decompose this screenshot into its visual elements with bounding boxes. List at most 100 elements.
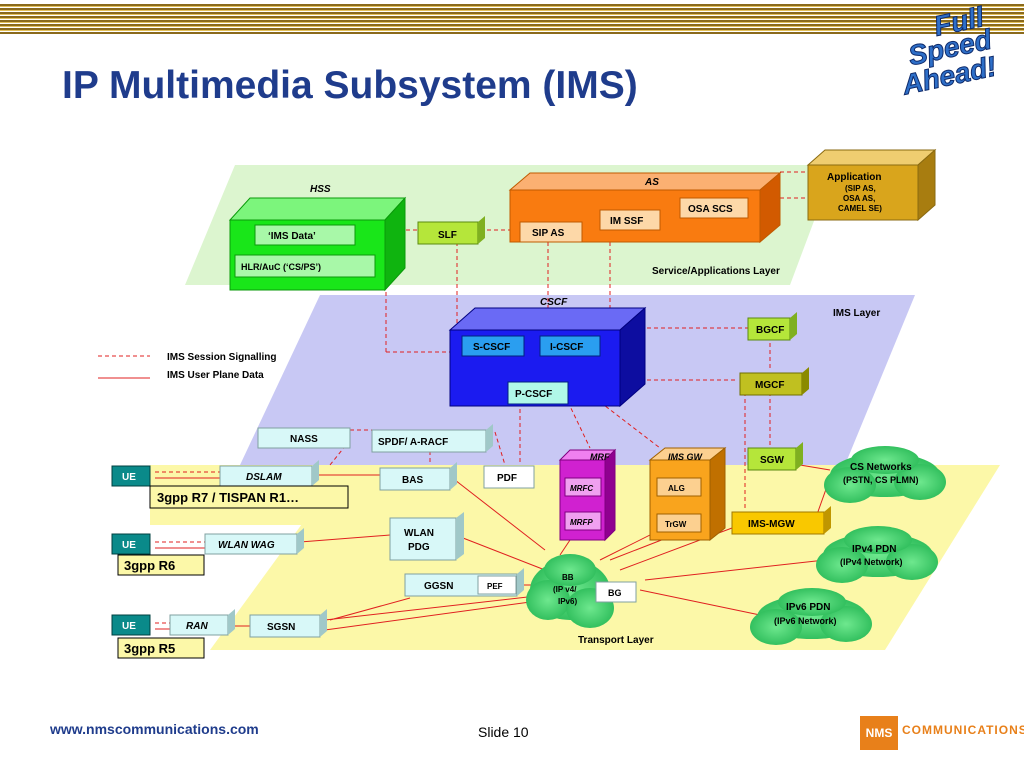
ipv6-pdn-sub: (IPv6 Network) bbox=[774, 616, 837, 626]
cs-networks-title: CS Networks bbox=[850, 462, 912, 473]
ims-architecture-diagram: Service/Applications Layer IMS Layer Tra… bbox=[0, 130, 1024, 690]
bb-line-2: (IP v4/ bbox=[553, 585, 577, 594]
ipv4-pdn-sub: (IPv4 Network) bbox=[840, 557, 903, 567]
ims-gw-block: IMS GW ALG TrGW bbox=[648, 446, 727, 542]
mgcf-label: MGCF bbox=[755, 380, 784, 391]
ue-block-3: UE bbox=[111, 614, 151, 636]
application-line-1: (SIP AS, bbox=[845, 184, 876, 193]
ue-block-2: UE bbox=[111, 533, 151, 555]
cscf-item-s-cscf: S-CSCF bbox=[473, 342, 510, 353]
as-item-sip-as: SIP AS bbox=[532, 228, 565, 239]
hss-item-hlr-auc: HLR/AuC (‘CS/PS’) bbox=[241, 262, 321, 272]
ipv4-pdn-title: IPv4 PDN bbox=[852, 544, 896, 555]
release-label-r7: 3gpp R7 / TISPAN R1… bbox=[149, 485, 349, 509]
mrf-item-mrfp: MRFP bbox=[570, 518, 593, 527]
diagram-canvas: Service/Applications Layer IMS Layer Tra… bbox=[98, 148, 1000, 659]
ggsn-block: GGSN PEF bbox=[404, 568, 524, 597]
cs-networks-sub: (PSTN, CS PLMN) bbox=[843, 475, 919, 485]
bgcf-block: BGCF bbox=[747, 312, 797, 341]
wlan-wag-label: WLAN WAG bbox=[218, 540, 275, 551]
bb-cloud: BB (IP v4/ IPv6) bbox=[526, 554, 614, 628]
dslam-label: DSLAM bbox=[246, 472, 282, 483]
application-line-2: OSA AS, bbox=[843, 194, 875, 203]
bas-block: BAS bbox=[379, 462, 457, 491]
cscf-item-i-cscf: I-CSCF bbox=[550, 342, 583, 353]
mrf-title: MRF bbox=[590, 452, 610, 462]
as-item-im-ssf: IM SSF bbox=[610, 216, 643, 227]
cs-networks-cloud: CS Networks (PSTN, CS PLMN) bbox=[824, 446, 946, 503]
slf-block: SLF bbox=[417, 216, 485, 245]
cscf-item-p-cscf: P-CSCF bbox=[515, 389, 552, 400]
service-layer-label: Service/Applications Layer bbox=[652, 266, 780, 277]
wlan-pdg-block: WLAN PDG bbox=[389, 512, 464, 561]
nass-block: NASS bbox=[257, 427, 351, 449]
sgsn-block: SGSN bbox=[249, 609, 327, 638]
spdf-block: SPDF/ A-RACF bbox=[371, 424, 493, 453]
wlan-pdg-line-2: PDG bbox=[408, 542, 430, 553]
ran-label: RAN bbox=[186, 621, 208, 632]
transport-layer-label: Transport Layer bbox=[578, 635, 654, 646]
legend: IMS Session Signalling IMS User Plane Da… bbox=[98, 352, 276, 381]
application-title: Application bbox=[827, 172, 881, 183]
release-label-r7-text: 3gpp R7 / TISPAN R1… bbox=[157, 490, 299, 505]
spdf-label: SPDF/ A-RACF bbox=[378, 437, 448, 448]
nms-communications-logo: NMS COMMUNICATIONS bbox=[860, 716, 1024, 752]
full-speed-ahead-logo: Full Speed Ahead! bbox=[886, 1, 1016, 104]
ims-gw-item-alg: ALG bbox=[668, 484, 685, 493]
sgw-block: SGW bbox=[747, 442, 803, 471]
pdf-label: PDF bbox=[497, 473, 517, 484]
pef-label: PEF bbox=[487, 582, 503, 591]
as-block: AS SIP AS IM SSF OSA SCS bbox=[508, 171, 782, 244]
bg-block: BG bbox=[595, 581, 637, 603]
legend-signalling-label: IMS Session Signalling bbox=[167, 352, 276, 363]
ue-block-1: UE bbox=[111, 465, 151, 487]
ims-gw-item-trgw: TrGW bbox=[665, 520, 687, 529]
mrf-item-mrfc: MRFC bbox=[570, 484, 593, 493]
top-decorative-band bbox=[0, 0, 1024, 38]
ipv6-pdn-cloud: IPv6 PDN (IPv6 Network) bbox=[750, 588, 872, 645]
nms-logo-word: COMMUNICATIONS bbox=[902, 723, 1024, 737]
nms-logo-box: NMS bbox=[860, 716, 898, 750]
as-item-osa-scs: OSA SCS bbox=[688, 204, 733, 215]
mgcf-block: MGCF bbox=[739, 367, 809, 396]
release-label-r6-text: 3gpp R6 bbox=[124, 558, 175, 573]
release-label-r5-text: 3gpp R5 bbox=[124, 641, 175, 656]
ims-layer-label: IMS Layer bbox=[833, 308, 880, 319]
footer-url[interactable]: www.nmscommunications.com bbox=[50, 721, 259, 737]
as-title: AS bbox=[644, 177, 659, 188]
ue-label-1: UE bbox=[122, 472, 136, 483]
bg-label: BG bbox=[608, 588, 622, 598]
legend-user-plane-label: IMS User Plane Data bbox=[167, 370, 264, 381]
wlan-pdg-line-1: WLAN bbox=[404, 528, 434, 539]
wlan-wag-block: WLAN WAG bbox=[204, 528, 304, 555]
bb-line-1: BB bbox=[562, 573, 574, 582]
hss-block: HSS ‘IMS Data’ HLR/AuC (‘CS/PS’) bbox=[228, 184, 407, 292]
cscf-block: CSCF S-CSCF I-CSCF P-CSCF bbox=[448, 297, 647, 408]
bgcf-label: BGCF bbox=[756, 325, 784, 336]
application-block: Application (SIP AS, OSA AS, CAMEL SE) bbox=[806, 148, 937, 222]
ue-label-3: UE bbox=[122, 621, 136, 632]
ipv4-pdn-cloud: IPv4 PDN (IPv4 Network) bbox=[816, 526, 938, 583]
release-label-r6: 3gpp R6 bbox=[117, 554, 205, 576]
ggsn-label: GGSN bbox=[424, 581, 453, 592]
nass-label: NASS bbox=[290, 434, 318, 445]
ims-gw-title: IMS GW bbox=[668, 452, 704, 462]
ipv6-pdn-title: IPv6 PDN bbox=[786, 602, 830, 613]
bas-label: BAS bbox=[402, 475, 423, 486]
ran-block: RAN bbox=[169, 609, 235, 636]
hss-title: HSS bbox=[310, 184, 331, 195]
ims-mgw-label: IMS-MGW bbox=[748, 519, 795, 530]
page-title: IP Multimedia Subsystem (IMS) bbox=[62, 64, 638, 107]
ue-label-2: UE bbox=[122, 540, 136, 551]
release-label-r5: 3gpp R5 bbox=[117, 637, 205, 659]
sgsn-label: SGSN bbox=[267, 622, 295, 633]
slf-label: SLF bbox=[438, 230, 457, 241]
slide-number: Slide 10 bbox=[478, 724, 529, 740]
mrf-block: MRF MRFC MRFP bbox=[558, 448, 617, 542]
cscf-title: CSCF bbox=[540, 297, 568, 308]
ims-mgw-block: IMS-MGW bbox=[731, 506, 831, 535]
hss-item-ims-data: ‘IMS Data’ bbox=[268, 231, 316, 242]
sgw-label: SGW bbox=[760, 455, 784, 466]
pdf-block: PDF bbox=[483, 465, 535, 489]
bb-line-3: IPv6) bbox=[558, 597, 577, 606]
